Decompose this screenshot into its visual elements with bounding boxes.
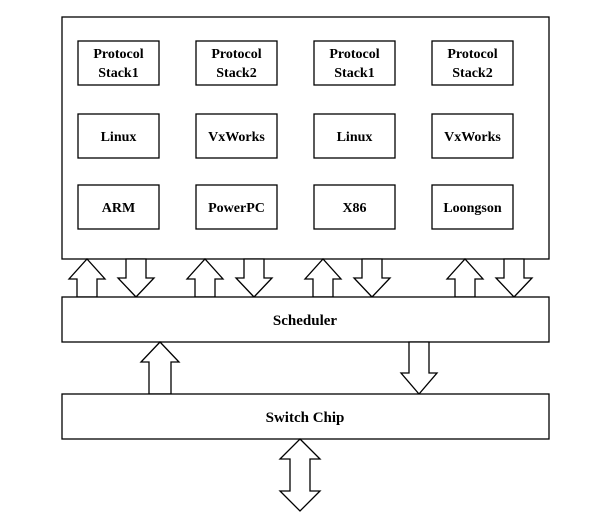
protocol-stack-1-line2: Stack1 [98, 66, 138, 81]
protocol-stack-cell-4: Protocol Stack2 [431, 40, 514, 86]
up-arrow-icon [445, 258, 485, 298]
up-arrow-icon [303, 258, 343, 298]
os-cell-3: Linux [313, 113, 396, 159]
scheduler-block: Scheduler [61, 296, 550, 343]
up-arrow-icon [67, 258, 107, 298]
up-arrow-icon [139, 341, 181, 395]
hw-cell-3: X86 [313, 184, 396, 230]
os-3-label: Linux [337, 130, 373, 145]
os-1-label: Linux [101, 130, 137, 145]
os-2-label: VxWorks [208, 130, 265, 145]
protocol-stack-4-line2: Stack2 [452, 66, 492, 81]
down-arrow-icon [116, 258, 156, 298]
hw-1-label: ARM [102, 201, 135, 216]
hw-3-label: X86 [342, 201, 366, 216]
hw-cell-2: PowerPC [195, 184, 278, 230]
scheduler-label: Scheduler [273, 313, 338, 329]
hw-2-label: PowerPC [208, 201, 265, 216]
protocol-stack-3-line2: Stack1 [334, 66, 374, 81]
up-arrow-icon [185, 258, 225, 298]
down-arrow-icon [399, 341, 439, 395]
protocol-stack-cell-1: Protocol Stack1 [77, 40, 160, 86]
protocol-stack-cell-3: Protocol Stack1 [313, 40, 396, 86]
switch-chip-block: Switch Chip [61, 393, 550, 440]
hw-cell-4: Loongson [431, 184, 514, 230]
protocol-stack-3-line1: Protocol [329, 47, 379, 62]
hw-cell-1: ARM [77, 184, 160, 230]
down-arrow-icon [352, 258, 392, 298]
hw-4-label: Loongson [443, 201, 502, 216]
protocol-stack-2-line2: Stack2 [216, 66, 256, 81]
protocol-stack-cell-2: Protocol Stack2 [195, 40, 278, 86]
switch-chip-label: Switch Chip [266, 410, 345, 426]
os-4-label: VxWorks [444, 130, 501, 145]
protocol-stack-1-line1: Protocol [93, 47, 143, 62]
protocol-stack-2-line1: Protocol [211, 47, 261, 62]
os-cell-1: Linux [77, 113, 160, 159]
down-arrow-icon [494, 258, 534, 298]
os-cell-2: VxWorks [195, 113, 278, 159]
protocol-stack-4-line1: Protocol [447, 47, 497, 62]
os-cell-4: VxWorks [431, 113, 514, 159]
down-arrow-icon [234, 258, 274, 298]
double-arrow-icon [278, 438, 322, 512]
